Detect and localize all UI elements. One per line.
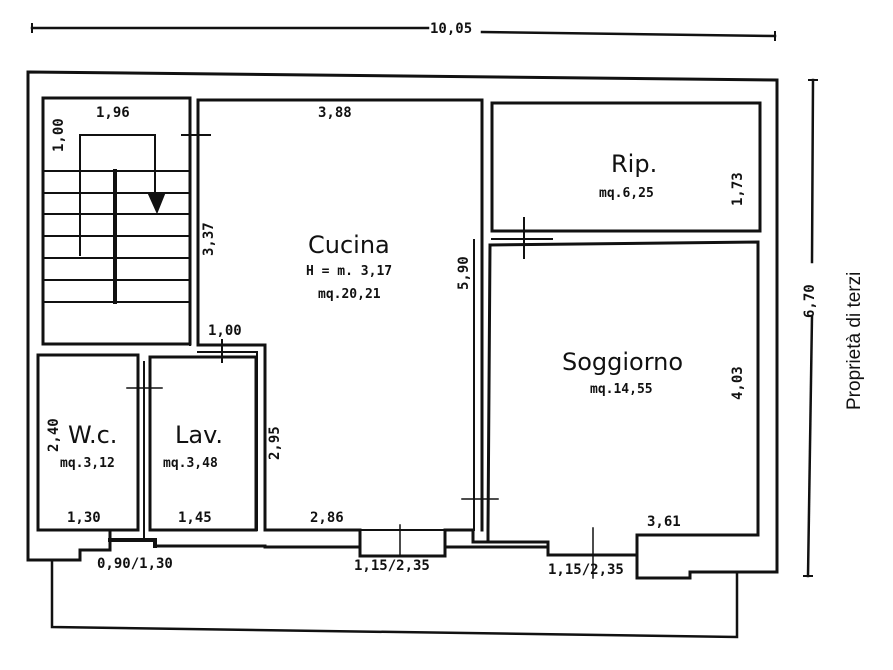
room-name-cucina: Cucina xyxy=(308,231,390,259)
cucina-depth-label: 5,90 xyxy=(456,256,472,290)
room-area-wc: mq.3,12 xyxy=(60,456,115,471)
room-name-ripostiglio: Rip. xyxy=(611,150,658,178)
lav-width-label: 1,45 xyxy=(178,510,212,526)
soggiorno-depth-label: 4,03 xyxy=(730,366,746,400)
soggiorno-walls xyxy=(488,240,760,557)
room-area-lavanderia: mq.3,48 xyxy=(163,456,218,471)
window-soggiorno-label: 1,15/2,35 xyxy=(548,562,624,578)
room-area-soggiorno: mq.14,55 xyxy=(590,382,653,397)
room-name-lavanderia: Lav. xyxy=(175,421,224,449)
stair-width-label: 1,96 xyxy=(96,105,130,121)
window-cucina-label: 1,15/2,35 xyxy=(354,558,430,574)
passage-width-label: 1,00 xyxy=(208,323,242,339)
cucina-width-label: 3,88 xyxy=(318,105,352,121)
overall-width-label: 10,05 xyxy=(430,21,473,37)
cucina-bottom-label: 2,86 xyxy=(310,510,344,526)
terrace-outline xyxy=(50,558,739,639)
window-wc-lav-label: 0,90/1,30 xyxy=(97,556,173,572)
cucina-walls xyxy=(196,98,484,532)
overall-depth-label: 6,70 xyxy=(802,284,818,318)
room-height-cucina: H = m. 3,17 xyxy=(306,264,393,279)
soggiorno-bottom-label: 3,61 xyxy=(647,514,681,530)
stair-landing-label: 1,00 xyxy=(51,118,67,152)
room-area-ripostiglio: mq.6,25 xyxy=(599,186,654,201)
stair-side-label: 3,37 xyxy=(201,222,217,256)
room-area-cucina: mq.20,21 xyxy=(318,287,381,302)
ripostiglio-walls xyxy=(490,101,762,233)
wc-width-label: 1,30 xyxy=(67,510,101,526)
stair-direction-arrow-icon xyxy=(147,192,166,215)
passage-depth-label: 2,95 xyxy=(267,426,283,460)
wc-depth-label: 2,40 xyxy=(46,418,62,452)
overall-depth-dimension-line xyxy=(810,78,815,264)
room-name-soggiorno: Soggiorno xyxy=(562,348,684,376)
neighbor-property-note: Proprietà di terzi xyxy=(844,271,865,410)
rip-depth-label: 1,73 xyxy=(730,172,746,206)
outer-wall xyxy=(26,70,779,580)
room-name-wc: W.c. xyxy=(68,421,118,449)
